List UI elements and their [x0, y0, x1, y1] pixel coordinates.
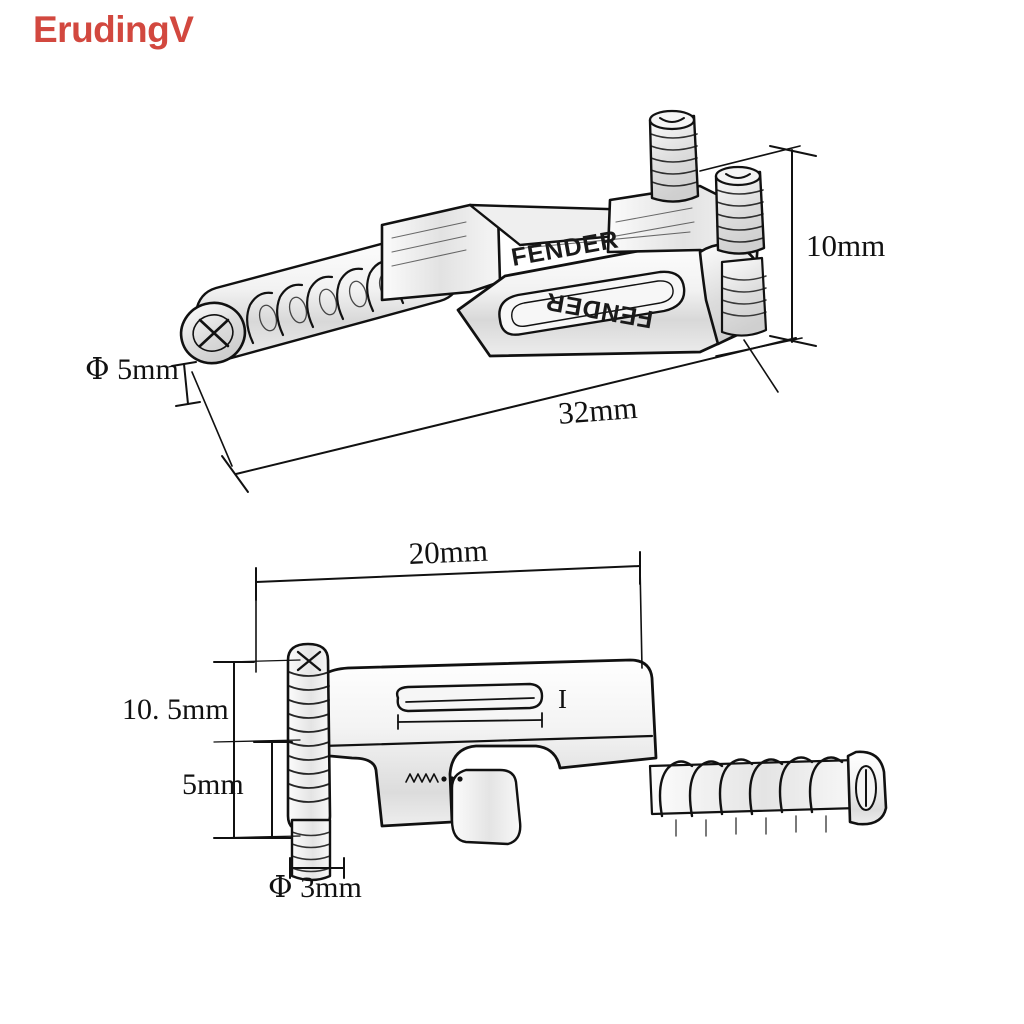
figure-isometric-view: FENDER FENDER: [171, 109, 817, 493]
dimension-label-32mm: 32mm: [556, 389, 639, 431]
dimline-32mm: [235, 337, 797, 475]
phi-symbol-3mm: Φ: [268, 870, 293, 905]
saddle-screw-iso-front: [720, 256, 768, 337]
set-screw-iso-right: [714, 165, 766, 255]
intonation-screw-side: [648, 750, 888, 837]
slot-marker-label: I: [558, 684, 567, 714]
phi-5mm-value: 5mm: [109, 353, 179, 386]
dimension-lines-side: [213, 551, 643, 879]
dimension-label-5mm: 5mm: [182, 768, 244, 801]
figure-side-view: I: [0, 520, 1024, 1024]
saddle-body-iso: [380, 184, 762, 358]
saddle-body-side: [312, 658, 658, 846]
phi-symbol-5mm: Φ: [85, 352, 110, 387]
dimtick-5mm-bottom: [175, 401, 201, 407]
dimtick-32mm-left: [221, 455, 249, 493]
dimension-label-phi-3mm: Φ 3mm: [268, 873, 362, 903]
dimension-label-10mm: 10mm: [806, 228, 886, 263]
dimline-20mm: [255, 565, 641, 583]
dimension-lines-iso: [171, 145, 817, 493]
brand-logo: ErudingV: [33, 9, 194, 50]
dimtick-10mm-top: [769, 145, 817, 157]
set-screw-side-vertical: [286, 642, 332, 882]
phi-3mm-value: 3mm: [292, 871, 362, 904]
dimension-label-phi-5mm: Φ 5mm: [85, 355, 179, 385]
set-screw-iso-left: [648, 109, 700, 203]
dimtick-10mm-bottom: [769, 335, 817, 347]
dimension-label-10-5mm: 10. 5mm: [122, 693, 229, 726]
dimline-5mm: [183, 363, 189, 405]
dimension-label-20mm: 20mm: [407, 532, 489, 571]
